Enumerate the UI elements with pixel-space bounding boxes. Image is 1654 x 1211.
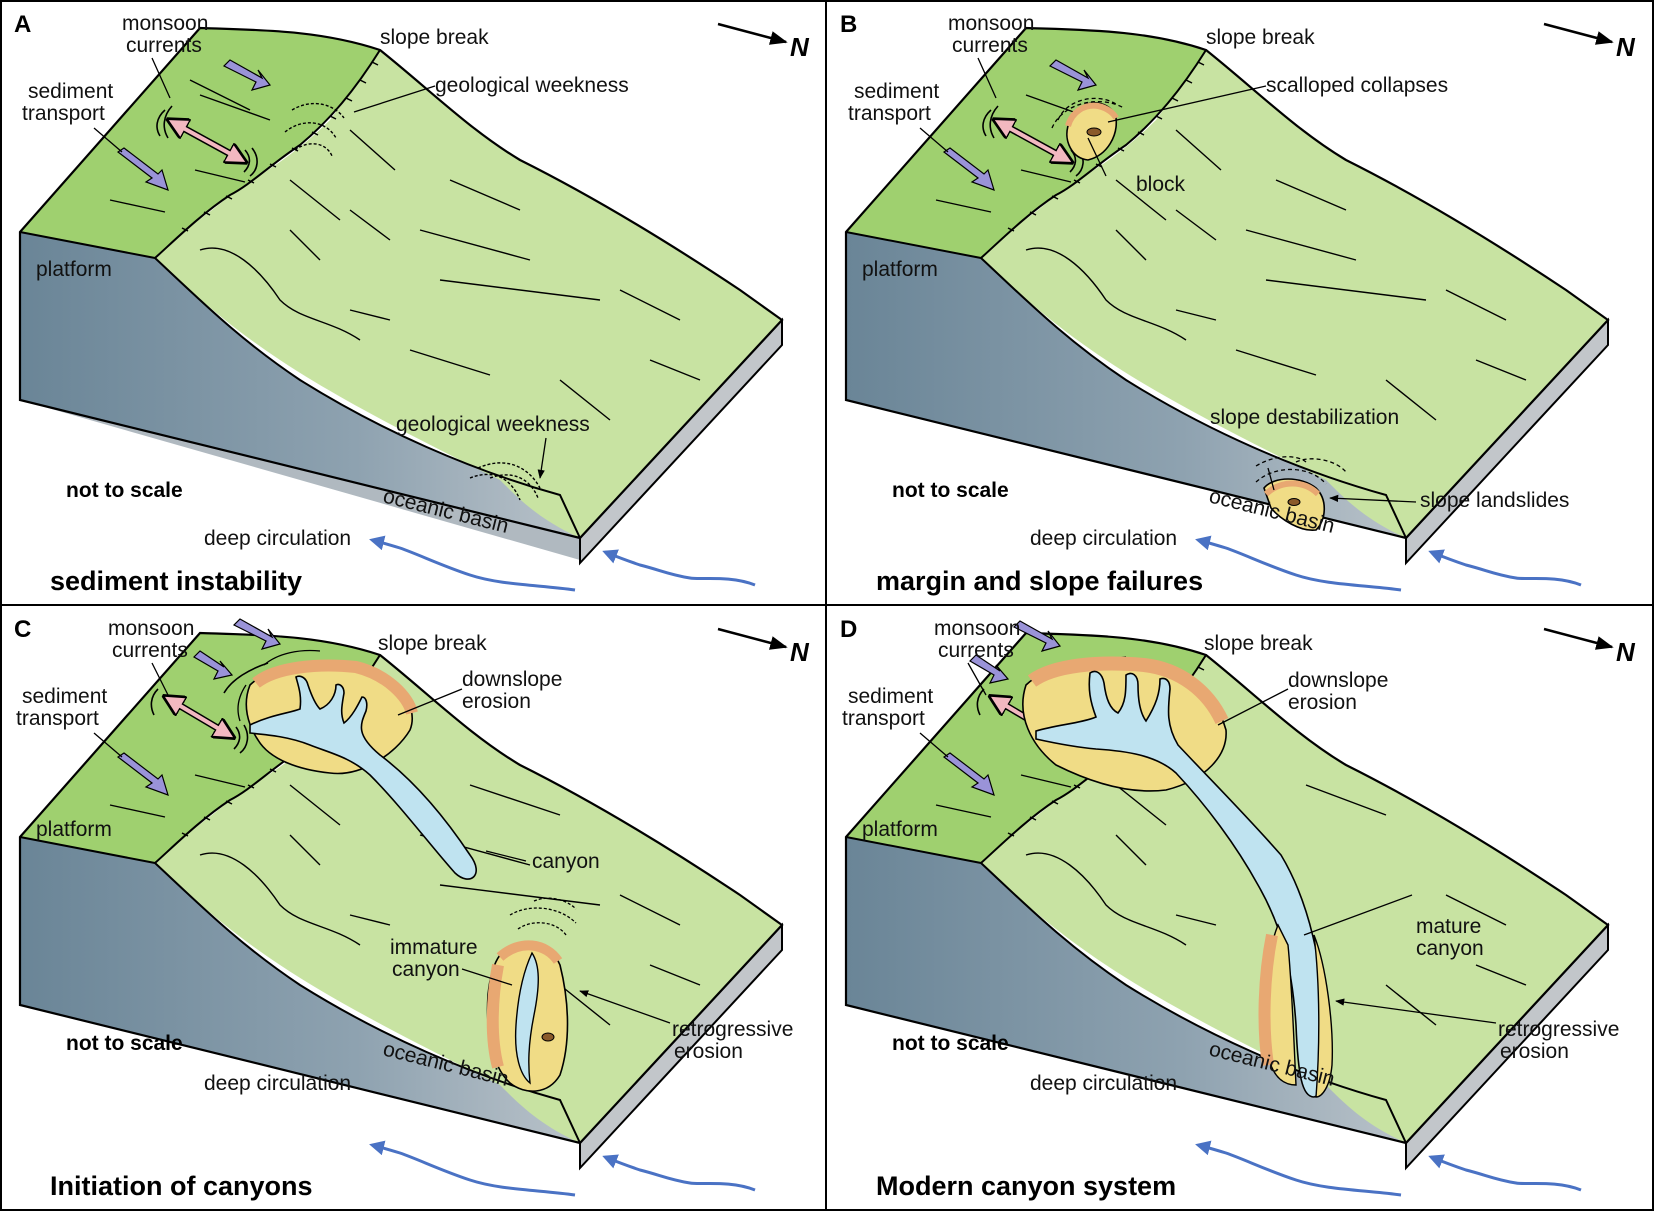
deep-circulation-arrow-icon (1195, 1140, 1402, 1197)
deep-circulation-arrow-icon (369, 1140, 576, 1197)
sediment-arrow-icon (116, 752, 169, 796)
slope-break-label: slope break (1204, 632, 1313, 655)
panel-caption: margin and slope failures (876, 566, 1203, 596)
slope-break-label: slope break (378, 632, 487, 655)
sediment-arrow-icon (942, 147, 995, 191)
immature-canyon-channel (514, 951, 539, 1085)
deep-circulation-arrow-icon (1195, 535, 1402, 592)
platform-label: platform (36, 258, 112, 281)
platform-label: platform (862, 818, 938, 841)
north-symbol: N (790, 637, 810, 667)
not-to-scale-label: not to scale (892, 1032, 1009, 1055)
platform-label: platform (862, 258, 938, 281)
sediment-arrow-icon (1048, 59, 1098, 91)
panel-letter: C (14, 616, 31, 643)
canyon-channel (249, 675, 477, 880)
north-symbol: N (790, 32, 810, 62)
block-icon (1287, 498, 1301, 506)
panel-caption: Initiation of canyons (50, 1171, 313, 1201)
not-to-scale-label: not to scale (66, 479, 183, 502)
lower-feature-label: slope destabilization (1210, 406, 1399, 429)
panel-letter: B (840, 11, 857, 38)
canyon-label: canyon (532, 850, 600, 873)
deep-circulation-arrow-icon (602, 549, 756, 587)
deep-circulation-label: deep circulation (1030, 1072, 1177, 1095)
panel-caption: sediment instability (50, 566, 302, 596)
slope-surface (155, 50, 782, 538)
front-face (846, 837, 1406, 1143)
not-to-scale-label: not to scale (892, 479, 1009, 502)
sediment-arrow-icon (969, 654, 1010, 684)
block-diagram (844, 631, 1610, 1171)
oceanic-basin-floor (20, 400, 580, 560)
block-label: block (1136, 173, 1186, 196)
front-face (20, 837, 580, 1143)
north-arrow-icon (717, 627, 788, 650)
panel-letter: A (14, 11, 31, 38)
sediment-arrow-icon (116, 147, 169, 191)
north-symbol: N (1616, 32, 1636, 62)
block-diagram (18, 631, 784, 1171)
slope-break-label: slope break (380, 26, 489, 49)
slope-break-label: slope break (1206, 26, 1315, 49)
deep-circulation-arrow-icon (369, 535, 576, 592)
deep-circulation-arrow-icon (1428, 1154, 1582, 1192)
retrogressive-erosion-collapse (1313, 934, 1333, 1098)
sediment-arrow-icon (1012, 620, 1062, 652)
panel-caption: Modern canyon system (876, 1171, 1176, 1201)
block-icon (1086, 127, 1102, 137)
deep-circulation-label: deep circulation (204, 1072, 351, 1095)
upper-feature-label: geological weekness (435, 74, 629, 97)
deep-circulation-arrow-icon (602, 1154, 756, 1192)
slope-surface (981, 50, 1608, 538)
slope-surface (155, 655, 782, 1143)
sediment-arrow-icon (942, 752, 995, 796)
lower-feature-2-label: slope landslides (1420, 489, 1569, 512)
north-symbol: N (1616, 637, 1636, 667)
deep-circulation-label: deep circulation (204, 527, 351, 550)
panel-letter: D (840, 616, 857, 643)
platform-label: platform (36, 818, 112, 841)
upper-feature-label: scalloped collapses (1266, 74, 1448, 97)
deep-circulation-arrow-icon (1428, 549, 1582, 587)
deep-circulation-label: deep circulation (1030, 527, 1177, 550)
not-to-scale-label: not to scale (66, 1032, 183, 1055)
lower-feature-label: geological weekness (396, 413, 590, 436)
block-icon (541, 1032, 555, 1042)
north-arrow-icon (1543, 627, 1614, 650)
sediment-arrow-icon (193, 650, 234, 680)
north-arrow-icon (717, 22, 788, 45)
sediment-arrow-icon (222, 59, 272, 91)
front-face (20, 232, 580, 538)
sediment-arrow-icon (232, 618, 282, 650)
mature-canyon-channel (1035, 670, 1328, 1098)
north-arrow-icon (1543, 22, 1614, 45)
